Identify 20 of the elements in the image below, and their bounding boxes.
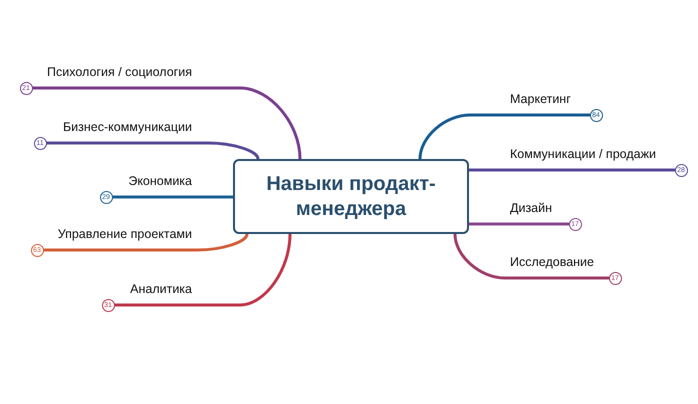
- branch-line: [418, 114, 591, 160]
- branch-label: Аналитика: [130, 282, 192, 296]
- branch-line: [45, 142, 260, 160]
- branch-label: Психология / социология: [47, 65, 192, 79]
- branch-line: [468, 222, 570, 226]
- branch-line: [454, 232, 610, 280]
- topic-box: [233, 159, 469, 234]
- topic-title: Навыки продакт-менеджера: [265, 172, 437, 222]
- branch-label: Бизнес-коммуникации: [62, 120, 192, 134]
- branch-label: Экономика: [128, 174, 192, 188]
- branch-line: [113, 232, 292, 306]
- branch-label: Управление проектами: [58, 227, 192, 241]
- branch-label: Дизайн: [510, 201, 552, 215]
- branch-line: [111, 196, 234, 198]
- branch-label: Маркетинг: [510, 92, 571, 106]
- branch-line: [468, 168, 676, 172]
- branch-label: Коммуникации / продажи: [510, 147, 656, 161]
- branch-line: [31, 86, 302, 160]
- branch-label: Исследование: [510, 255, 594, 269]
- branch-line: [42, 232, 248, 252]
